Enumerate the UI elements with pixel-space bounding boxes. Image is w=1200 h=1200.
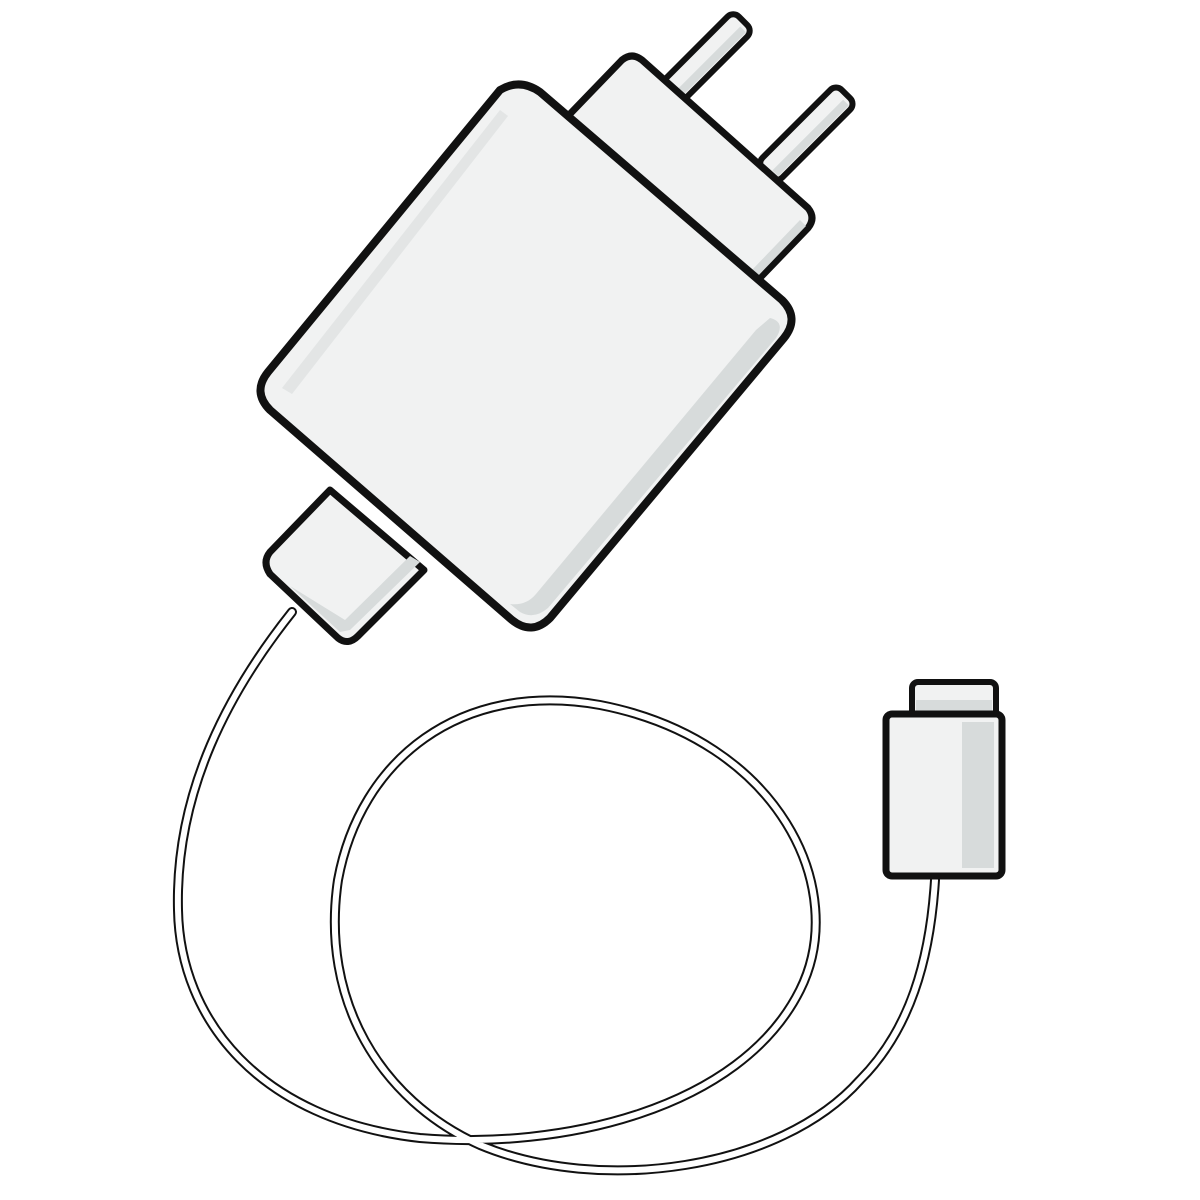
usb-c-connector: [882, 679, 1006, 880]
usb-cable: [172, 607, 940, 1176]
charger-body: [256, 80, 796, 632]
plug-base: [564, 52, 816, 288]
charger-output-port: [262, 486, 428, 645]
